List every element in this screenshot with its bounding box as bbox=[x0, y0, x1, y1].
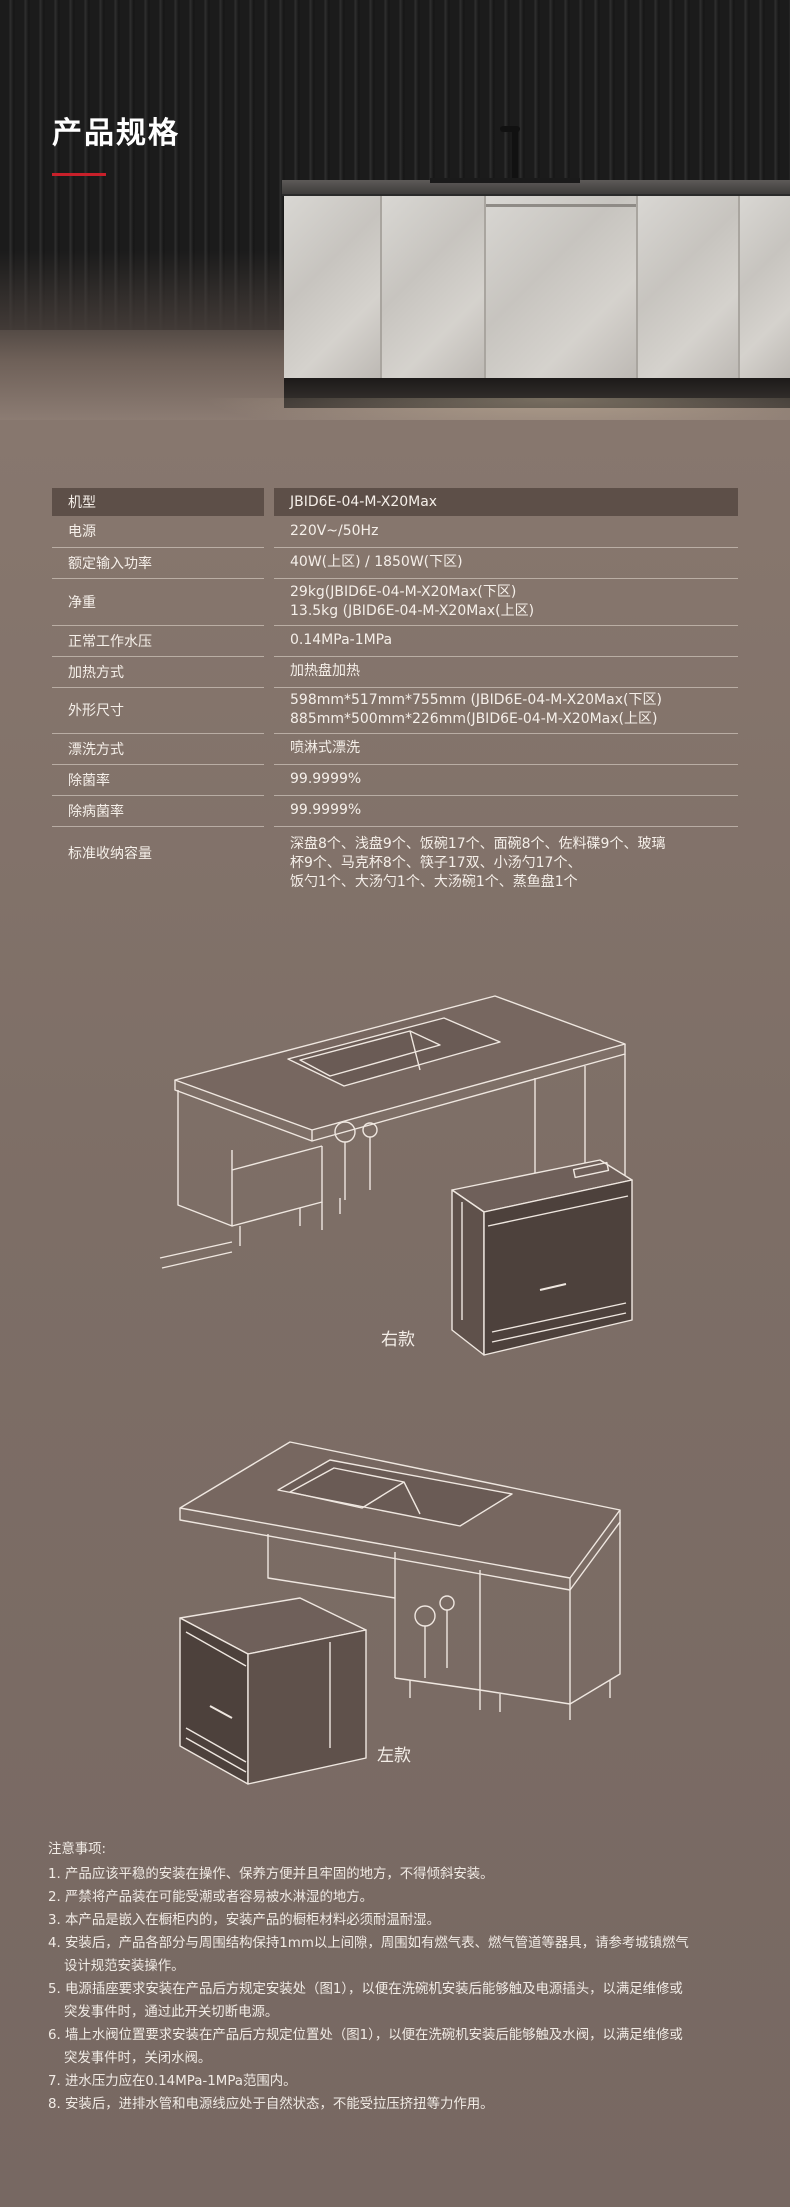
spec-row-dimensions: 外形尺寸 598mm*517mm*755mm (JBID6E-04-M-X20M… bbox=[52, 687, 738, 734]
notes-title: 注意事项: bbox=[48, 1842, 107, 1857]
hero-banner bbox=[0, 0, 790, 420]
note-item: 6. 墙上水阀位置要求安装在产品后方规定位置处（图1），以便在洗碗机安装后能够触… bbox=[48, 2028, 683, 2066]
spec-label: 除菌率 bbox=[52, 764, 264, 796]
dishwasher-handle bbox=[486, 204, 636, 207]
title-underline bbox=[52, 173, 106, 176]
spec-row-germ-removal: 除病菌率 99.9999% bbox=[52, 795, 738, 827]
cabinet-plinth bbox=[284, 378, 790, 408]
spec-label: 机型 bbox=[52, 488, 264, 516]
cabinet-panel bbox=[284, 196, 382, 378]
spec-label: 额定输入功率 bbox=[52, 547, 264, 579]
sink-slot bbox=[430, 178, 580, 183]
cabinet-panel bbox=[382, 196, 486, 378]
spec-row-rated-power: 额定输入功率 40W(上区) / 1850W(下区) bbox=[52, 547, 738, 579]
spec-value: JBID6E-04-M-X20Max bbox=[274, 488, 738, 516]
spec-value: 加热盘加热 bbox=[274, 656, 738, 688]
spec-value: 深盘8个、浅盘9个、饭碗17个、面碗8个、佐料碟9个、玻璃杯9个、马克杯8个、筷… bbox=[290, 835, 666, 890]
illustration-left-install: 左款 bbox=[0, 1428, 790, 1788]
spec-row-water-pressure: 正常工作水压 0.14MPa-1MPa bbox=[52, 625, 738, 657]
spec-value: 0.14MPa-1MPa bbox=[274, 625, 738, 657]
illustration-right-install: 右款 bbox=[0, 990, 790, 1370]
spec-label: 电源 bbox=[52, 516, 264, 548]
faucet-stem bbox=[512, 128, 518, 182]
spec-row-rinse: 漂洗方式 喷淋式漂洗 bbox=[52, 733, 738, 765]
note-item: 3. 本产品是嵌入在橱柜内的，安装产品的橱柜材料必须耐温耐湿。 bbox=[48, 1913, 440, 1928]
note-item: 8. 安装后，进排水管和电源线应处于自然状态，不能受拉压挤扭等力作用。 bbox=[48, 2097, 494, 2112]
spec-value: 喷淋式漂洗 bbox=[274, 733, 738, 765]
left-model-caption: 左款 bbox=[377, 1746, 411, 1766]
spec-row-model: 机型 JBID6E-04-M-X20Max bbox=[52, 488, 738, 516]
spec-value: 598mm*517mm*755mm (JBID6E-04-M-X20Max(下区… bbox=[274, 687, 738, 734]
spec-label: 正常工作水压 bbox=[52, 625, 264, 657]
note-item: 7. 进水压力应在0.14MPa-1MPa范围内。 bbox=[48, 2074, 297, 2089]
cabinet-right-drawing bbox=[159, 995, 633, 1356]
spec-value: 99.9999% bbox=[274, 795, 738, 827]
dishwasher-panel bbox=[486, 196, 638, 378]
spec-value: 29kg(JBID6E-04-M-X20Max(下区)13.5kg (JBID6… bbox=[274, 578, 738, 626]
cabinet-panel bbox=[740, 196, 790, 378]
spec-row-capacity: 标准收纳容量 深盘8个、浅盘9个、饭碗17个、面碗8个、佐料碟9个、玻璃杯9个、… bbox=[52, 826, 738, 892]
spec-row-heating: 加热方式 加热盘加热 bbox=[52, 656, 738, 688]
note-item: 5. 电源插座要求安装在产品后方规定安装处（图1），以便在洗碗机安装后能够触及电… bbox=[48, 1982, 683, 2020]
page-title: 产品规格 bbox=[52, 116, 180, 151]
spec-row-sterilization: 除菌率 99.9999% bbox=[52, 764, 738, 796]
spec-row-net-weight: 净重 29kg(JBID6E-04-M-X20Max(下区)13.5kg (JB… bbox=[52, 578, 738, 626]
spec-label: 加热方式 bbox=[52, 656, 264, 688]
floor-glow bbox=[200, 398, 790, 420]
counter-top bbox=[282, 180, 790, 196]
spec-value: 220V~/50Hz bbox=[274, 516, 738, 548]
spec-label: 标准收纳容量 bbox=[68, 845, 152, 862]
faucet-icon bbox=[500, 126, 520, 132]
spec-label: 净重 bbox=[52, 578, 264, 626]
note-item: 1. 产品应该平稳的安装在操作、保养方便并且牢固的地方，不得倾斜安装。 bbox=[48, 1867, 494, 1882]
spec-label: 外形尺寸 bbox=[52, 687, 264, 734]
cabinet-left-drawing bbox=[179, 1441, 621, 1785]
right-model-caption: 右款 bbox=[381, 1330, 415, 1350]
spec-label: 漂洗方式 bbox=[52, 733, 264, 765]
spec-table: 机型 JBID6E-04-M-X20Max 电源 220V~/50Hz 额定输入… bbox=[52, 488, 738, 892]
spec-label: 除病菌率 bbox=[52, 795, 264, 827]
cabinet-panel bbox=[638, 196, 740, 378]
note-item: 4. 安装后，产品各部分与周围结构保持1mm以上间隙，周围如有燃气表、燃气管道等… bbox=[48, 1936, 689, 1974]
spec-value: 40W(上区) / 1850W(下区) bbox=[274, 547, 738, 579]
notes-section: 注意事项: 1. 产品应该平稳的安装在操作、保养方便并且牢固的地方，不得倾斜安装… bbox=[48, 1838, 758, 2116]
spec-row-power-supply: 电源 220V~/50Hz bbox=[52, 516, 738, 548]
notes-list: 1. 产品应该平稳的安装在操作、保养方便并且牢固的地方，不得倾斜安装。 2. 严… bbox=[48, 1863, 758, 2116]
spec-value: 99.9999% bbox=[274, 764, 738, 796]
note-item: 2. 严禁将产品装在可能受潮或者容易被水淋湿的地方。 bbox=[48, 1890, 374, 1905]
